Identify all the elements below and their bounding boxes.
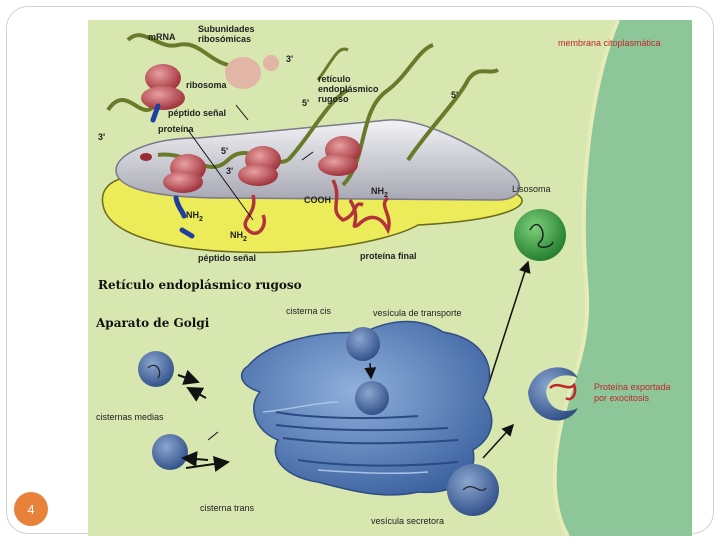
label-lysosome: Lisosoma xyxy=(512,184,551,194)
transport-vesicle xyxy=(346,327,380,361)
label-transport-vesicle: vesícula de transporte xyxy=(373,308,462,318)
label-signal-peptide-bottom: péptido señal xyxy=(198,253,257,263)
label-trans: cisterna trans xyxy=(200,503,255,513)
label-cis: cisterna cis xyxy=(286,306,332,316)
title-rer: Retículo endoplásmico rugoso xyxy=(98,278,302,292)
ribosome xyxy=(145,64,181,92)
label-3prime-left: 3' xyxy=(98,132,106,142)
label-subunits-1: Subunidades xyxy=(198,24,255,34)
label-rer-1: retículo xyxy=(318,74,351,84)
label-3prime-top: 3' xyxy=(286,54,294,64)
label-protein: proteína xyxy=(158,124,194,134)
vesicle xyxy=(138,351,174,387)
label-nh2-b: NH2 xyxy=(230,230,247,243)
label-5prime-right: 5' xyxy=(451,90,459,100)
label-cooh: COOH xyxy=(304,195,331,205)
page-number-badge: 4 xyxy=(14,492,48,526)
exocytosis-vesicle xyxy=(528,367,578,421)
cell-membrane xyxy=(552,20,620,536)
label-nh2-c: NH2 xyxy=(371,186,388,199)
label-mrna: mRNA xyxy=(148,32,176,42)
label-secretory-vesicle: vesícula secretora xyxy=(371,516,445,526)
ribosome-subunit-small xyxy=(263,55,279,71)
lysosome xyxy=(514,209,566,261)
er-membrane xyxy=(115,119,521,201)
cell-diagram: mRNA Subunidades ribosómicas membrana ci… xyxy=(88,20,692,536)
label-medial: cisternas medias xyxy=(96,412,164,422)
label-membrane: membrana citoplasmática xyxy=(558,38,661,48)
label-5prime-low: 5' xyxy=(221,146,229,156)
label-rer-2: endoplásmico xyxy=(318,84,379,94)
label-final-protein: proteína final xyxy=(360,251,417,261)
title-golgi: Aparato de Golgi xyxy=(96,316,210,330)
diagram-drawing xyxy=(88,20,692,536)
mrna-strand xyxy=(126,33,229,67)
label-signal-peptide: péptido señal xyxy=(168,108,227,118)
ribosome-subunit-large xyxy=(225,57,261,89)
secretory-vesicle xyxy=(447,464,499,516)
label-rer-3: rugoso xyxy=(318,94,349,104)
label-3prime-low: 3' xyxy=(226,166,234,176)
label-exported-1: Proteína exportada xyxy=(594,382,671,392)
label-5prime-mid: 5' xyxy=(302,98,310,108)
label-ribosome: ribosoma xyxy=(186,80,227,90)
label-subunits-2: ribosómicas xyxy=(198,34,252,44)
label-exported-2: por exocitosis xyxy=(594,393,650,403)
label-nh2-a: NH2 xyxy=(186,210,203,223)
